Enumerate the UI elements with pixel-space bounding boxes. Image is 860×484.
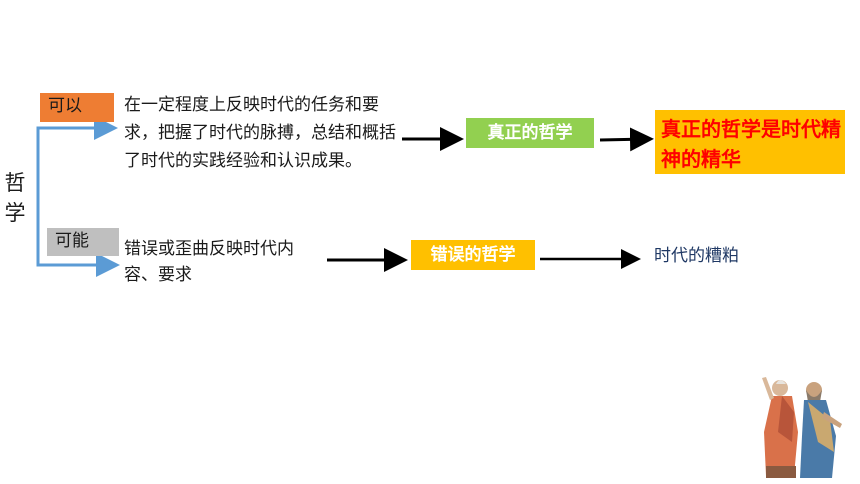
- philosophers-illustration: [762, 377, 842, 478]
- tag-cannot: 可能: [47, 228, 119, 256]
- false-philosophy-box: 错误的哲学: [411, 240, 535, 270]
- essence-of-era-box: 真正的哲学是时代精神的精华: [655, 110, 845, 174]
- description-can: 在一定程度上反映时代的任务和要求，把握了时代的脉搏，总结和概括了时代的实践经验和…: [124, 95, 396, 171]
- philosopher-right-figure: [800, 382, 842, 478]
- tag-can: 可以: [40, 93, 114, 122]
- branch-bracket: [36, 116, 120, 277]
- description-cannot: 错误或歪曲反映时代内容、要求: [124, 239, 294, 285]
- true-philosophy-box: 真正的哲学: [466, 118, 594, 148]
- philosopher-left-figure: [762, 377, 798, 478]
- arrow-true-to-essence: [599, 127, 654, 152]
- root-label-philosophy: 哲学: [4, 171, 26, 225]
- dross-of-era-text: 时代的糟粕: [654, 246, 739, 266]
